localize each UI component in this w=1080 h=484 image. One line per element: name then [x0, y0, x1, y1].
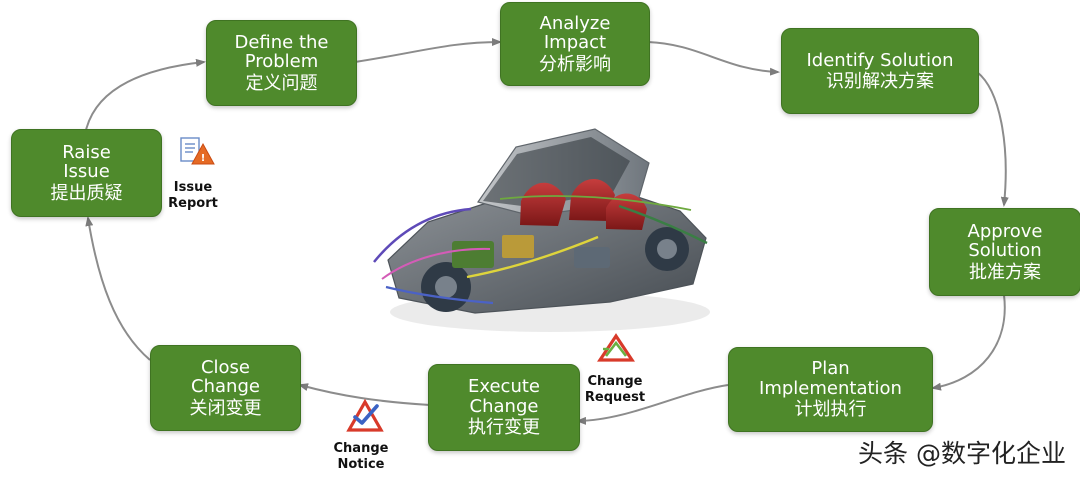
source-watermark: 头条 @数字化企业	[858, 439, 1066, 468]
step-close-change-zh: 关闭变更	[189, 397, 262, 419]
step-raise-issue-en: Raise Issue	[62, 141, 111, 183]
change-request-icon	[597, 333, 635, 362]
step-execute-change: Execute Change 执行变更	[428, 364, 580, 451]
step-define-problem-en: Define the Problem	[234, 31, 329, 73]
arrow-plan-to-execute	[576, 384, 729, 425]
arrow-approve-to-plan	[931, 294, 1006, 391]
vehicle-body-illustration	[360, 98, 730, 343]
step-execute-change-zh: 执行变更	[468, 417, 540, 439]
step-close-change-en: Close Change	[191, 356, 260, 398]
step-approve-solution: Approve Solution 批准方案	[929, 208, 1080, 296]
arrow-close-to-raise	[85, 216, 151, 361]
arrow-identify-to-approve	[976, 71, 1009, 207]
step-identify-solution-zh: 识别解决方案	[826, 71, 934, 92]
issue-report-icon: !	[180, 137, 215, 165]
step-analyze-impact-en: Analyze Impact	[539, 12, 611, 54]
svg-text:!: !	[201, 153, 206, 164]
change-notice-icon	[346, 399, 384, 432]
step-execute-change-en: Execute Change	[468, 376, 540, 417]
issue-report-label: Issue Report	[168, 180, 218, 211]
step-approve-solution-en: Approve Solution	[967, 220, 1043, 262]
step-raise-issue: Raise Issue 提出质疑	[11, 129, 162, 217]
step-define-problem-zh: 定义问题	[245, 72, 318, 94]
step-plan-implementation-zh: 计划执行	[794, 399, 867, 421]
vehicle-body-drawing	[373, 128, 710, 332]
arrow-execute-to-close	[298, 383, 431, 406]
arrow-raise-to-define	[85, 58, 206, 131]
change-notice-label: Change Notice	[333, 441, 389, 472]
step-identify-solution: Identify Solution 识别解决方案	[781, 28, 979, 114]
step-plan-implementation: Plan Implementation 计划执行	[728, 347, 933, 432]
change-request-label: Change Request	[584, 374, 646, 405]
step-close-change: Close Change 关闭变更	[150, 345, 301, 431]
step-define-problem: Define the Problem 定义问题	[206, 20, 357, 106]
arrow-analyze-to-identify	[647, 41, 780, 76]
arrow-define-to-analyze	[354, 38, 502, 63]
step-analyze-impact-zh: 分析影响	[539, 53, 611, 75]
step-approve-solution-zh: 批准方案	[969, 261, 1041, 283]
step-analyze-impact: Analyze Impact 分析影响	[500, 2, 650, 86]
step-identify-solution-en: Identify Solution	[806, 49, 954, 71]
step-raise-issue-zh: 提出质疑	[50, 182, 123, 204]
step-plan-implementation-en: Plan Implementation	[759, 358, 902, 399]
